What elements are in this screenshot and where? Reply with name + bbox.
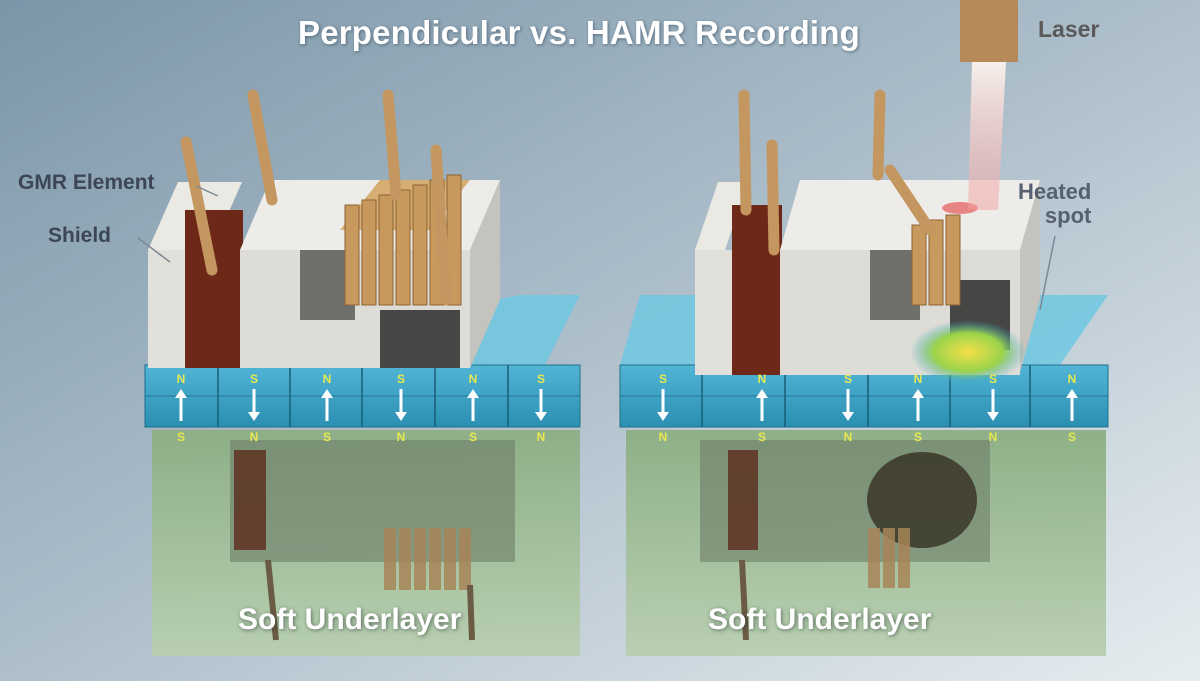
coil-reflection [868,528,910,588]
pole-bottom-letter: S [323,430,331,444]
heated-spot-label-line1: Heated [1018,180,1091,204]
gmr-element-label: GMR Element [18,171,155,195]
soft-underlayer-caption-right: Soft Underlayer [708,603,931,637]
pole-top-letter: S [989,372,997,386]
pole-gap [380,310,460,368]
heated-spot-label: Heated spot [1018,180,1091,228]
pole-top-letter: N [177,372,186,386]
pole-bottom-letter: S [469,430,477,444]
pole-bottom-letter: N [250,430,259,444]
pole-bottom-letter: N [537,430,546,444]
gmr-element [185,210,243,368]
pole-top-letter: S [659,372,667,386]
pole-bottom-letter: S [914,430,922,444]
laser-emitter [960,0,1018,62]
pole-top-letter: S [397,372,405,386]
pole-top-letter: S [250,372,258,386]
pole-top-letter: S [844,372,852,386]
pole-bottom-letter: N [844,430,853,444]
pole-reflection [728,450,758,550]
pole-top-letter: N [1068,372,1077,386]
shield-label: Shield [48,224,111,248]
pole-bottom-letter: N [397,430,406,444]
pole-top-letter: N [914,372,923,386]
pole-bottom-letter: N [989,430,998,444]
laser-label: Laser [1038,16,1099,43]
heated-spot [910,320,1026,384]
pole-bottom-letter: S [758,430,766,444]
pole-top-letter: N [758,372,767,386]
pole-top-letter: N [323,372,332,386]
underlayer-shadow [230,440,515,562]
write-coil [912,215,960,305]
diagram-title: Perpendicular vs. HAMR Recording [298,14,860,52]
pole-reflection [234,450,266,550]
pole-bottom-letter: N [659,430,668,444]
soft-underlayer-caption-left: Soft Underlayer [238,603,461,637]
pole-top-letter: S [537,372,545,386]
pole-bottom-letter: S [177,430,185,444]
pole-bottom-letter: S [1068,430,1076,444]
lead-reflection [470,585,472,640]
pole-top-letter: N [469,372,478,386]
heated-spot-label-line2: spot [1018,204,1091,228]
